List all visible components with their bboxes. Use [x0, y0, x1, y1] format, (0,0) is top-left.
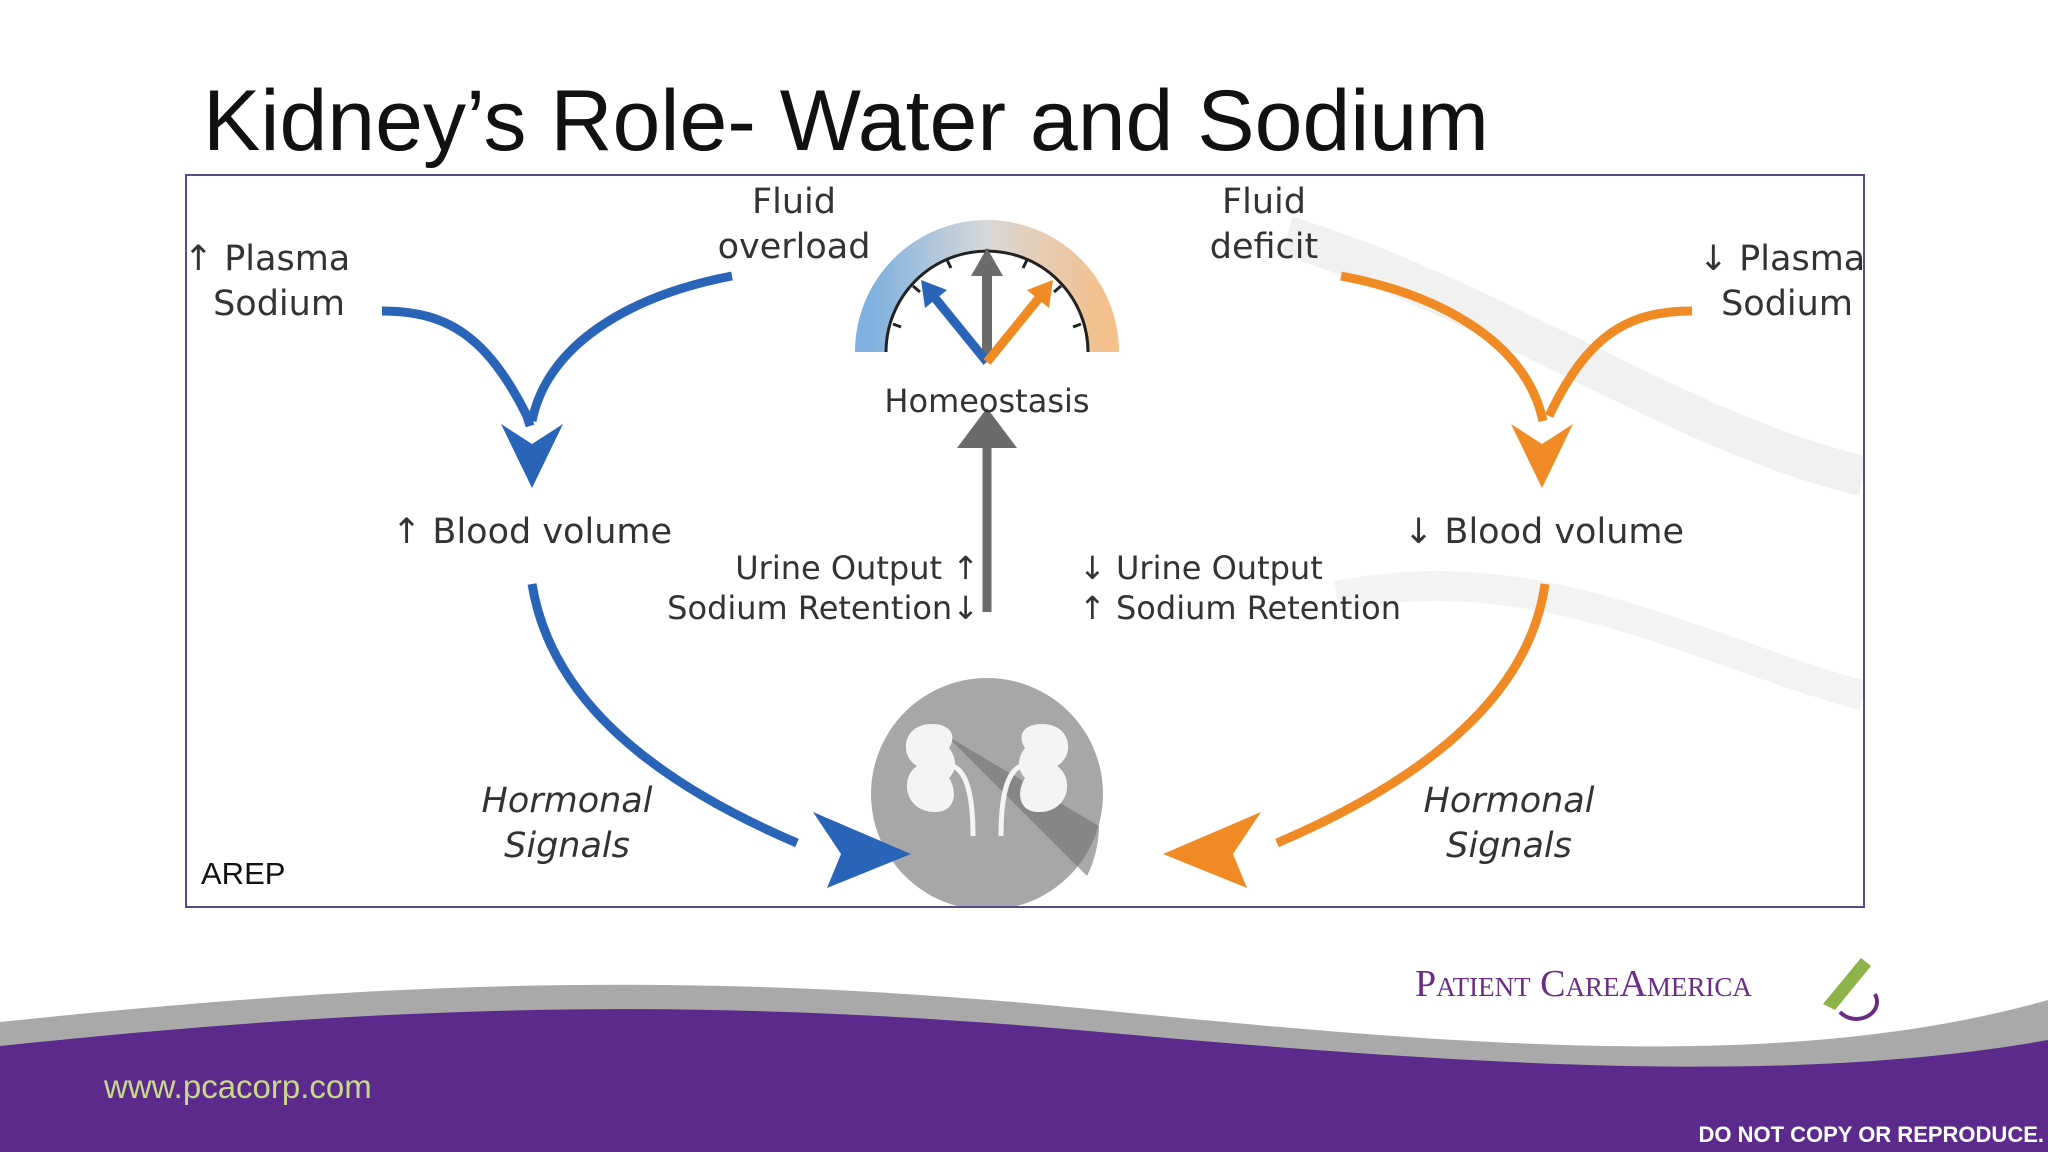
right-hormonal-arrow — [1163, 583, 1550, 888]
fluid-overload-line2: overload — [718, 227, 871, 267]
right-urine-output-label: ↓ Urine Output — [1079, 549, 1323, 587]
right-plasma-label-line2: Sodium — [1721, 284, 1853, 324]
left-plasma-label-line1: ↑ Plasma — [187, 239, 350, 279]
right-hormonal-line1: Hormonal — [1424, 781, 1595, 821]
plasma-sodium-arrow-right — [1340, 271, 1693, 488]
right-sodium-retention-label: ↑ Sodium Retention — [1079, 589, 1401, 627]
left-sodium-retention-label: Sodium Retention↓ — [667, 589, 979, 627]
left-hormonal-line2: Signals — [504, 826, 630, 866]
right-blood-volume-label: ↓ Blood volume — [1404, 512, 1684, 552]
left-plasma-label-line2: Sodium — [213, 284, 345, 324]
logo-text: Patient CareAmerica — [1415, 963, 1752, 1005]
slide-title: Kidney’s Role- Water and Sodium — [203, 73, 1489, 169]
left-urine-output-label: Urine Output ↑ — [735, 549, 979, 587]
homeostasis-label: Homeostasis — [884, 382, 1089, 420]
right-hormonal-line2: Signals — [1446, 826, 1572, 866]
company-logo: Patient CareAmerica — [1415, 950, 1895, 1040]
source-label: AREP — [201, 856, 286, 891]
website-link[interactable]: www.pcacorp.com — [104, 1068, 372, 1105]
logo-swoosh-icon — [1823, 958, 1879, 1021]
fluid-overload-line1: Fluid — [752, 182, 836, 222]
homeostasis-gauge-icon — [855, 220, 1119, 365]
right-plasma-label-line1: ↓ Plasma — [1699, 239, 1863, 279]
kidney-diagram: ↑ Plasma Sodium Fluid overload Fluid def… — [185, 174, 1865, 908]
copyright-notice: DO NOT COPY OR REPRODUCE. — [1698, 1122, 2044, 1147]
left-hormonal-arrow — [527, 583, 911, 888]
plasma-sodium-arrow — [381, 271, 733, 488]
fluid-deficit-line2: deficit — [1210, 227, 1319, 267]
footer-band — [0, 984, 2048, 1152]
left-blood-volume-label: ↑ Blood volume — [392, 512, 672, 552]
kidneys-icon — [871, 678, 1103, 906]
fluid-deficit-line1: Fluid — [1222, 182, 1306, 222]
background-swirl — [1334, 571, 1863, 711]
left-hormonal-line1: Hormonal — [482, 781, 653, 821]
diagram-canvas: ↑ Plasma Sodium Fluid overload Fluid def… — [187, 182, 1863, 906]
homeostasis-up-arrow — [957, 408, 1017, 612]
